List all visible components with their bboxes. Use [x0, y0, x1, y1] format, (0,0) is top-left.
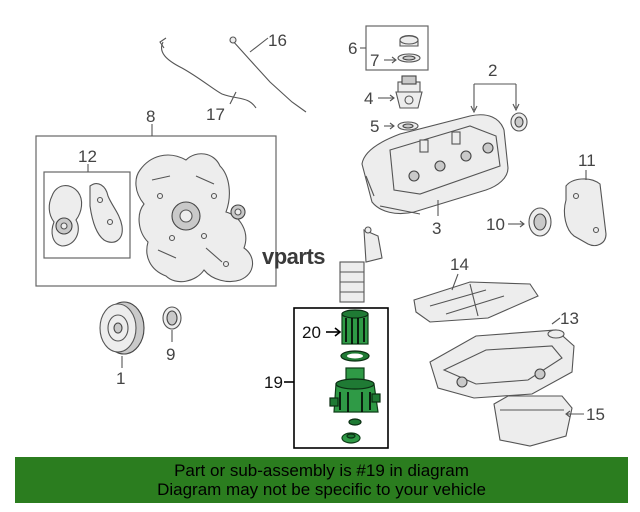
parts-diagram: 16 17 8 12 1 [35, 25, 607, 449]
callout-7: 7 [370, 51, 379, 70]
filter-housing-gasket[interactable] [340, 350, 370, 362]
banner-line-2: Diagram may not be specific to your vehi… [157, 480, 486, 499]
callout-6: 6 [348, 39, 357, 58]
callout-15: 15 [586, 405, 605, 424]
vparts-watermark: vparts [262, 244, 326, 270]
timing-cover-group-box [35, 135, 277, 287]
callout-9: 9 [166, 345, 175, 364]
filler-neck-gasket-inner [402, 123, 414, 129]
callout-17: 17 [206, 105, 225, 124]
callout-4: 4 [364, 89, 373, 108]
watermark-logo-text: vparts [262, 244, 326, 269]
housing-o-ring[interactable] [348, 418, 362, 426]
callout-10: 10 [486, 215, 505, 234]
valve-cover-seal [510, 112, 528, 132]
callout-13: 13 [560, 309, 579, 328]
water-pump-group-box [43, 171, 131, 259]
valve-cover [361, 114, 509, 215]
callout-12: 12 [78, 147, 97, 166]
crank-pulley [99, 301, 145, 355]
callout-1: 1 [116, 369, 125, 388]
water-pump [48, 183, 123, 247]
info-banner: Part or sub-assembly is #19 in diagram D… [15, 457, 628, 503]
lower-oil-pan [493, 395, 573, 447]
upper-oil-pan [429, 329, 575, 399]
filter-housing-ghost [339, 226, 383, 303]
housing-drain-plug[interactable] [341, 432, 361, 444]
callout-11: 11 [578, 151, 596, 170]
callout-8: 8 [146, 107, 155, 126]
oil-pan-baffle [413, 281, 539, 323]
callout-20: 20 [302, 323, 321, 342]
callout-19: 19 [264, 373, 283, 392]
oil-filter-element[interactable] [341, 309, 369, 345]
oil-filter-housing[interactable] [329, 367, 381, 413]
callout-3: 3 [432, 219, 441, 238]
callout-16: 16 [268, 31, 287, 50]
dipstick-tube-assembly [159, 36, 307, 113]
timing-cover-rear [563, 178, 607, 247]
callout-14: 14 [450, 255, 469, 274]
highlight-box-19 [293, 307, 389, 449]
oil-filler-neck [395, 75, 423, 109]
callout-2: 2 [488, 61, 497, 80]
camshaft-seal [528, 207, 552, 237]
oil-filler-cap [397, 34, 421, 63]
callout-5: 5 [370, 117, 379, 136]
crank-seal [162, 306, 182, 330]
banner-line-1: Part or sub-assembly is #19 in diagram [174, 461, 469, 480]
timing-cover [135, 153, 254, 283]
